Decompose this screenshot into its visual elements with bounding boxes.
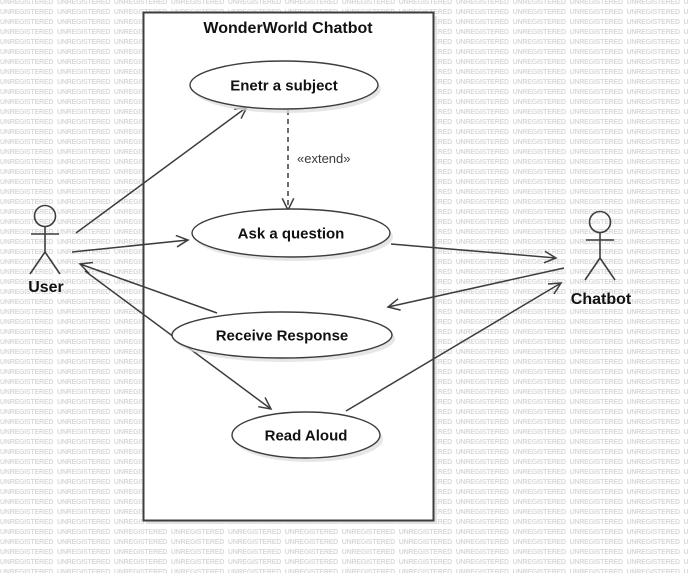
arrowhead — [547, 282, 563, 295]
arrowhead — [258, 397, 273, 411]
connector-user-to-enter — [75, 106, 248, 234]
actor-user[interactable] — [29, 204, 61, 275]
actor-head — [588, 210, 612, 234]
actor-chatbot[interactable] — [584, 210, 616, 281]
actor-leg-left — [29, 251, 46, 275]
actor-label-user: User — [28, 279, 64, 296]
actor-leg-right — [44, 251, 61, 275]
use-case-ask[interactable] — [191, 208, 391, 258]
use-case-receive[interactable] — [171, 311, 393, 359]
use-case-label-read: Read Aloud — [265, 428, 348, 445]
use-case-enter[interactable] — [189, 60, 379, 110]
connector-read-to-chatbot — [345, 282, 562, 412]
arrowhead — [386, 298, 401, 311]
actor-leg-left — [584, 257, 601, 281]
arrowhead — [175, 234, 190, 248]
arrowhead — [78, 261, 93, 274]
connector-user-to-ask — [71, 239, 189, 253]
connector-receive-to-user — [79, 263, 218, 314]
watermark-row: UNREGISTERED UNREGISTERED UNREGISTERED U… — [0, 559, 688, 566]
watermark-row: UNREGISTERED UNREGISTERED UNREGISTERED U… — [0, 549, 688, 556]
connector-ask-to-chatbot — [390, 243, 557, 259]
use-case-label-enter: Enetr a subject — [230, 78, 338, 95]
actor-leg-right — [599, 257, 616, 281]
use-case-read[interactable] — [231, 411, 381, 459]
watermark-row: UNREGISTERED UNREGISTERED UNREGISTERED U… — [0, 0, 688, 6]
actor-head — [33, 204, 57, 228]
connector-chatbot-to-receive — [387, 267, 565, 308]
arrowhead — [543, 250, 558, 264]
use-case-label-ask: Ask a question — [238, 226, 345, 243]
actor-label-chatbot: Chatbot — [571, 291, 632, 308]
watermark-row: UNREGISTERED UNREGISTERED UNREGISTERED U… — [0, 539, 688, 546]
watermark-row: UNREGISTERED UNREGISTERED UNREGISTERED U… — [0, 569, 688, 573]
diagram-title: WonderWorld Chatbot — [203, 20, 373, 37]
use-case-label-receive: Receive Response — [216, 328, 349, 345]
watermark-row: UNREGISTERED UNREGISTERED UNREGISTERED U… — [0, 529, 688, 536]
connector-label-extend: «extend» — [297, 151, 351, 166]
